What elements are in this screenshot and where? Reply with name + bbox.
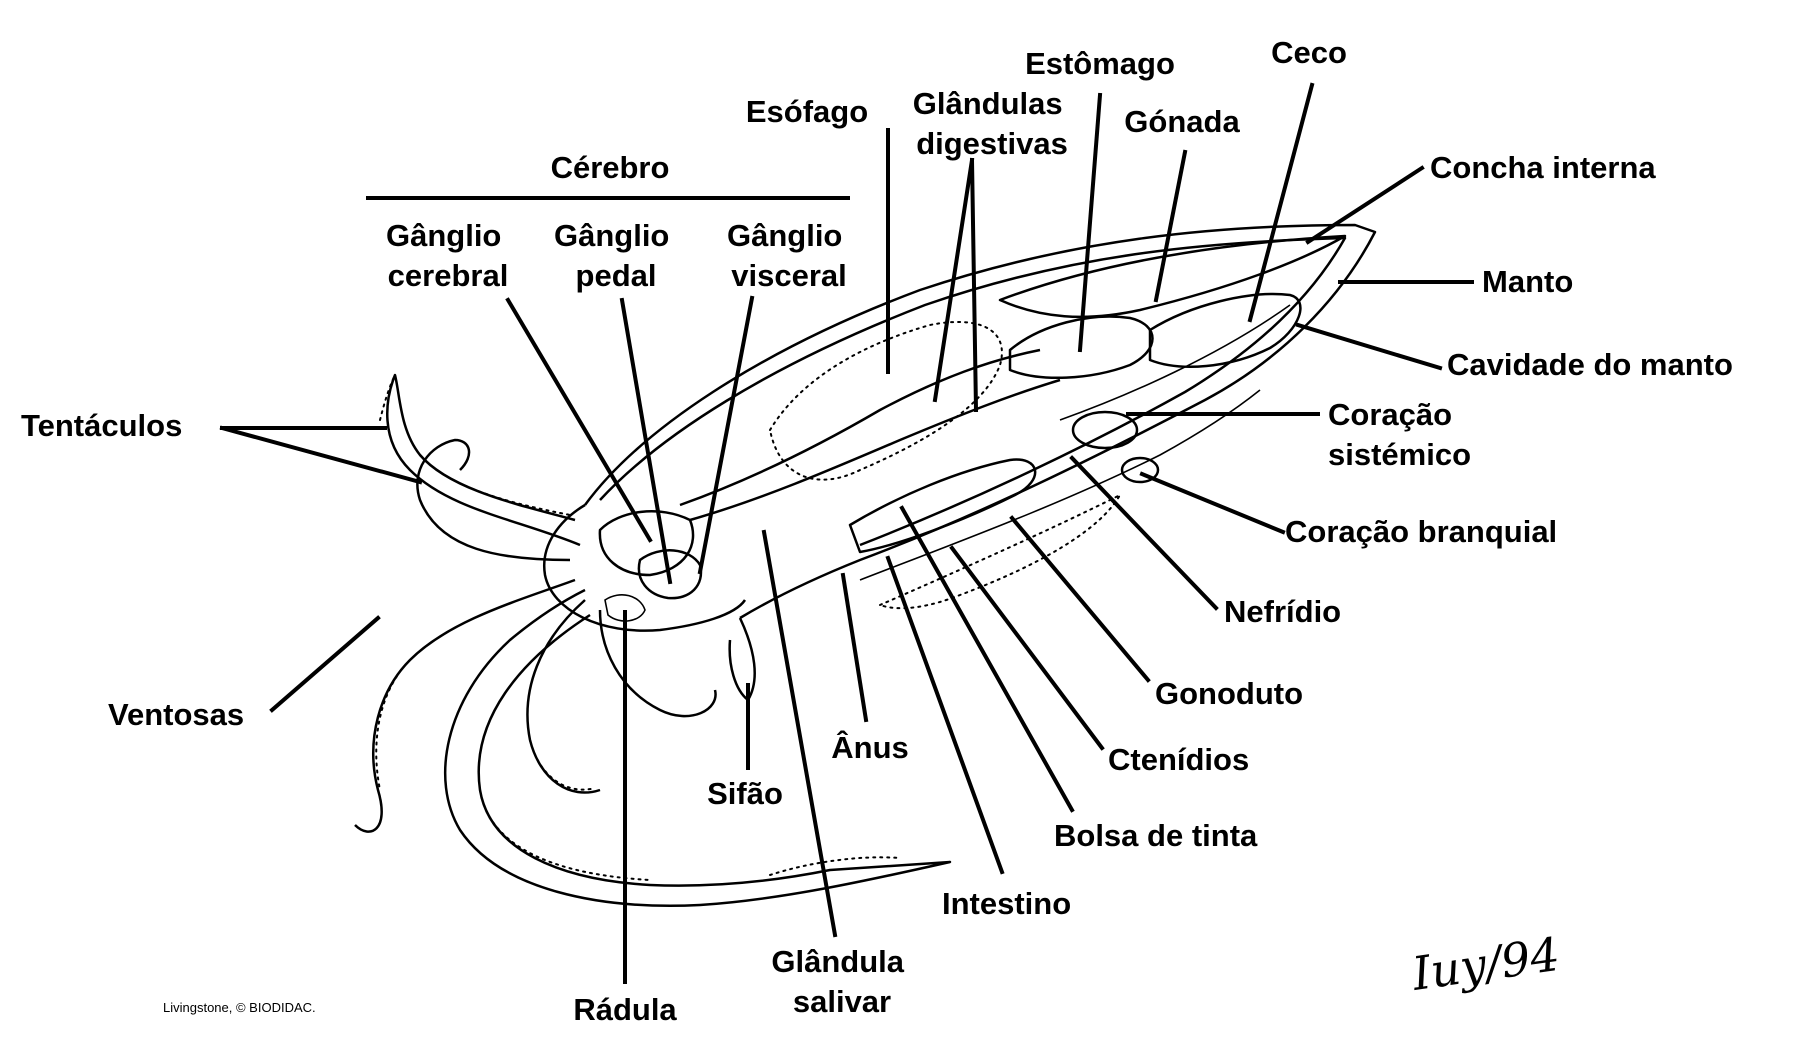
arm-suckers-4 <box>479 789 651 881</box>
nefridio-line <box>1069 455 1219 611</box>
intestine-tube <box>689 378 1061 522</box>
gonada-line <box>1153 149 1188 303</box>
internal-shell <box>998 234 1347 319</box>
label-coracao-branquial: Coração branquial <box>1285 514 1557 549</box>
label-ganglio-pedal: Gânglio pedal <box>554 218 678 293</box>
label-ceco: Ceco <box>1271 35 1347 70</box>
glandula-salivar-line <box>761 529 838 938</box>
credit-text: Livingstone, © BIODIDAC. <box>163 1000 316 1015</box>
label-ctenidios: Ctenídios <box>1108 742 1249 777</box>
concha-interna-line <box>1305 165 1425 245</box>
label-cerebro: Cérebro <box>551 150 670 185</box>
systemic-heart <box>1071 410 1139 450</box>
label-glandula-salivar: Glândula salivar <box>771 944 912 1019</box>
leader-lines <box>219 82 1474 984</box>
label-concha-interna: Concha interna <box>1430 150 1656 185</box>
label-gonada: Gónada <box>1124 104 1240 139</box>
arm-suckers-1 <box>419 454 571 516</box>
arm-suckers-3 <box>529 739 596 791</box>
estomago-line <box>1077 92 1103 353</box>
tentacle-club-suckers <box>769 856 901 876</box>
label-estomago: Estômago <box>1025 46 1175 81</box>
ganglio-cerebral-line <box>505 297 653 543</box>
arm-4 <box>526 599 601 794</box>
mantle-outline <box>583 223 1377 620</box>
label-radula: Rádula <box>573 992 677 1027</box>
label-ganglio-cerebral: Gânglio cerebral <box>386 218 510 293</box>
glandulas-line-1 <box>932 157 975 403</box>
label-coracao-sistemico: Coração sistémico <box>1328 397 1471 472</box>
ceco-line <box>1247 82 1315 323</box>
label-ganglio-visceral: Gânglio visceral <box>727 218 851 293</box>
stomach <box>1008 315 1154 380</box>
coracao-branquial-line <box>1139 471 1286 535</box>
arm-5 <box>598 609 717 718</box>
caecum <box>1148 292 1302 368</box>
label-tentaculos: Tentáculos <box>21 408 182 443</box>
long-tentacle <box>443 588 952 907</box>
radula-buccal <box>604 594 646 622</box>
branchial-heart <box>1120 456 1160 484</box>
cavidade-do-manto-line <box>1295 322 1443 371</box>
label-cavidade-do-manto: Cavidade do manto <box>1447 347 1733 382</box>
ctenidios-line <box>949 545 1105 751</box>
oesophagus-tube <box>679 348 1041 507</box>
label-ventosas: Ventosas <box>108 697 244 732</box>
arm-3 <box>354 578 576 833</box>
ventosas-line <box>269 615 381 713</box>
labels: Cérebro Gânglio cerebral Gânglio pedal G… <box>21 35 1733 1027</box>
anus-line <box>840 572 869 723</box>
label-gonoduto: Gonoduto <box>1155 676 1303 711</box>
label-nefridio: Nefrídio <box>1224 594 1341 629</box>
label-anus: Ânus <box>831 729 909 765</box>
eye <box>598 510 695 577</box>
mantle-cavity-line-2 <box>859 389 1261 581</box>
ganglio-visceral-line <box>697 295 755 575</box>
arm-2 <box>416 438 571 562</box>
bolsa-de-tinta-line <box>899 505 1075 813</box>
brain-ganglia <box>637 549 703 600</box>
signature: Iuy/94 <box>1408 927 1563 1001</box>
ctenidia <box>877 492 1123 610</box>
label-glandulas-digestivas: Glândulas digestivas <box>913 86 1072 161</box>
arm-1 <box>386 373 581 547</box>
label-sifao: Sifão <box>707 776 783 811</box>
label-intestino: Intestino <box>942 886 1071 921</box>
digestive-gland-mass <box>768 320 1003 481</box>
gonoduto-line <box>1009 515 1151 683</box>
label-manto: Manto <box>1482 264 1573 299</box>
mantle-cavity-line <box>1059 304 1291 421</box>
arm-suckers-5 <box>379 374 396 421</box>
intestino-line <box>885 555 1005 875</box>
head <box>542 503 747 632</box>
ganglio-pedal-line <box>619 297 673 585</box>
glandulas-line-2 <box>969 157 979 413</box>
siphon <box>728 617 756 702</box>
label-bolsa-de-tinta: Bolsa de tinta <box>1054 818 1258 853</box>
squid-illustration <box>354 223 1377 907</box>
label-esofago: Esófago <box>746 94 868 129</box>
arm-suckers-2 <box>375 659 411 791</box>
tentaculos-line-2 <box>219 425 423 485</box>
